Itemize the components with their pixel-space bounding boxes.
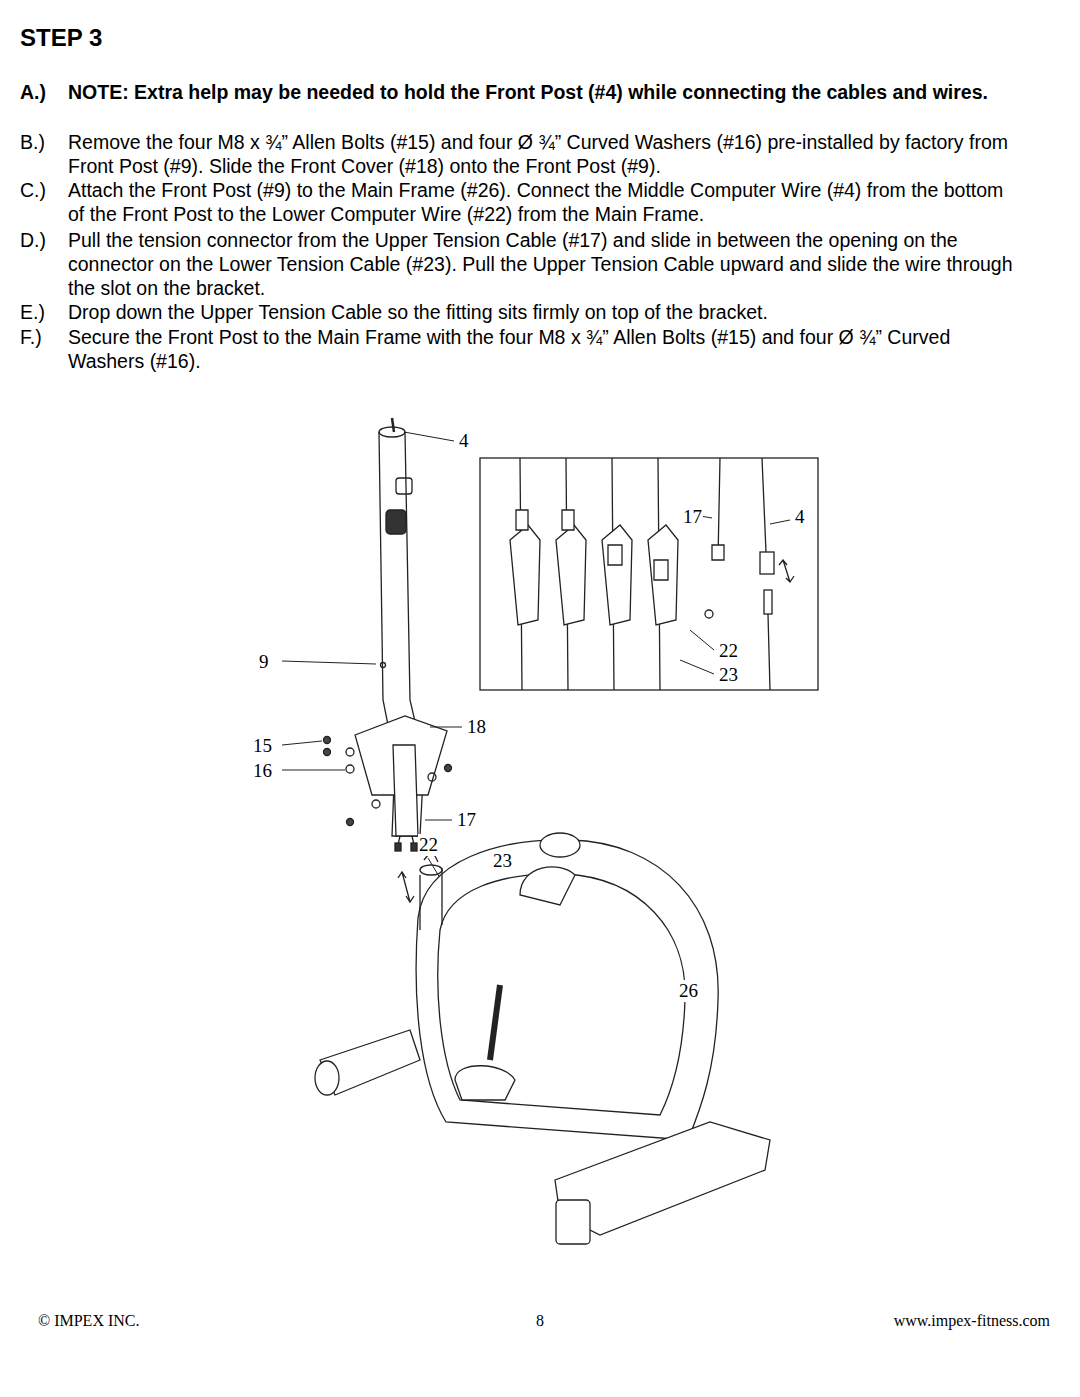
post-top (379, 427, 405, 437)
brackets (510, 525, 678, 625)
crank (490, 985, 500, 1060)
instruction-text: Secure the Front Post to the Main Frame … (68, 325, 1018, 373)
callout-number: 17 (456, 809, 477, 831)
callout-number: 16 (252, 760, 273, 782)
wire-arrows (398, 850, 438, 902)
housing-inner (438, 874, 685, 1115)
tube-stub-top (420, 865, 442, 875)
wire-plug (395, 843, 401, 851)
callout-number: 22 (418, 834, 439, 856)
callout-number: 4 (794, 506, 806, 528)
callout-number: 22 (718, 640, 739, 662)
post-hole (381, 663, 386, 668)
leader-line (282, 770, 345, 771)
pedal-lower (455, 1066, 515, 1100)
seat-tube (540, 833, 580, 857)
bolt (445, 765, 452, 772)
washer (346, 765, 354, 773)
step-letter: D.) (20, 228, 46, 252)
leader-line (430, 727, 462, 728)
step-letter: A.) (20, 80, 46, 104)
bolt (324, 737, 331, 744)
post-bottom (393, 745, 418, 836)
leader-line (282, 741, 322, 745)
post-knob (386, 510, 406, 534)
inset-detail (480, 458, 818, 690)
note-text: NOTE: Extra help may be needed to hold t… (68, 80, 1018, 104)
callout-number: 9 (258, 651, 270, 673)
instruction-text: Pull the tension connector from the Uppe… (68, 228, 1018, 300)
step-letter: B.) (20, 130, 45, 154)
wire (768, 614, 770, 690)
step-letter: C.) (20, 178, 46, 202)
instruction-text: Attach the Front Post (#9) to the Main F… (68, 178, 1018, 226)
end-cap (556, 1200, 590, 1244)
callout-number: 4 (458, 430, 470, 452)
callout-number: 26 (678, 980, 699, 1002)
bolts (324, 737, 452, 826)
instruction-text: Remove the four M8 x ¾” Allen Bolts (#15… (68, 130, 1018, 178)
wire-connector (760, 552, 774, 574)
leader-line (282, 661, 376, 664)
post-wire (392, 418, 394, 432)
bolt (347, 819, 354, 826)
step-letter: F.) (20, 325, 42, 349)
washer (346, 748, 354, 756)
callout-number: 23 (718, 664, 739, 686)
leader-line (404, 432, 454, 441)
callout-number: 17 (682, 506, 703, 528)
step-title: STEP 3 (20, 24, 102, 52)
wire-plug (411, 843, 417, 851)
instruction-text: Drop down the Upper Tension Cable so the… (68, 300, 1018, 324)
footer-url: www.impex-fitness.com (894, 1312, 1050, 1330)
footer-copyright: © IMPEX INC. (38, 1312, 140, 1330)
frame-housing (416, 840, 718, 1140)
callout-number: 23 (492, 850, 513, 872)
tube-stub (420, 868, 442, 930)
washer (428, 773, 436, 781)
cables (520, 458, 766, 690)
end-cap (315, 1061, 339, 1095)
pedal-upper (520, 867, 575, 905)
inset-frame (480, 458, 818, 690)
step-letter: E.) (20, 300, 45, 324)
post-knob (396, 478, 412, 494)
callout-number: 18 (466, 716, 487, 738)
cable-end (705, 610, 713, 618)
bolt (324, 749, 331, 756)
page-number: 8 (536, 1312, 544, 1330)
main-frame (315, 833, 770, 1244)
washer (372, 800, 380, 808)
callout-number: 15 (252, 735, 273, 757)
wire-connector (764, 590, 772, 614)
leader-line (425, 820, 452, 821)
double-arrow (779, 560, 794, 582)
inset-leaders (680, 516, 790, 674)
